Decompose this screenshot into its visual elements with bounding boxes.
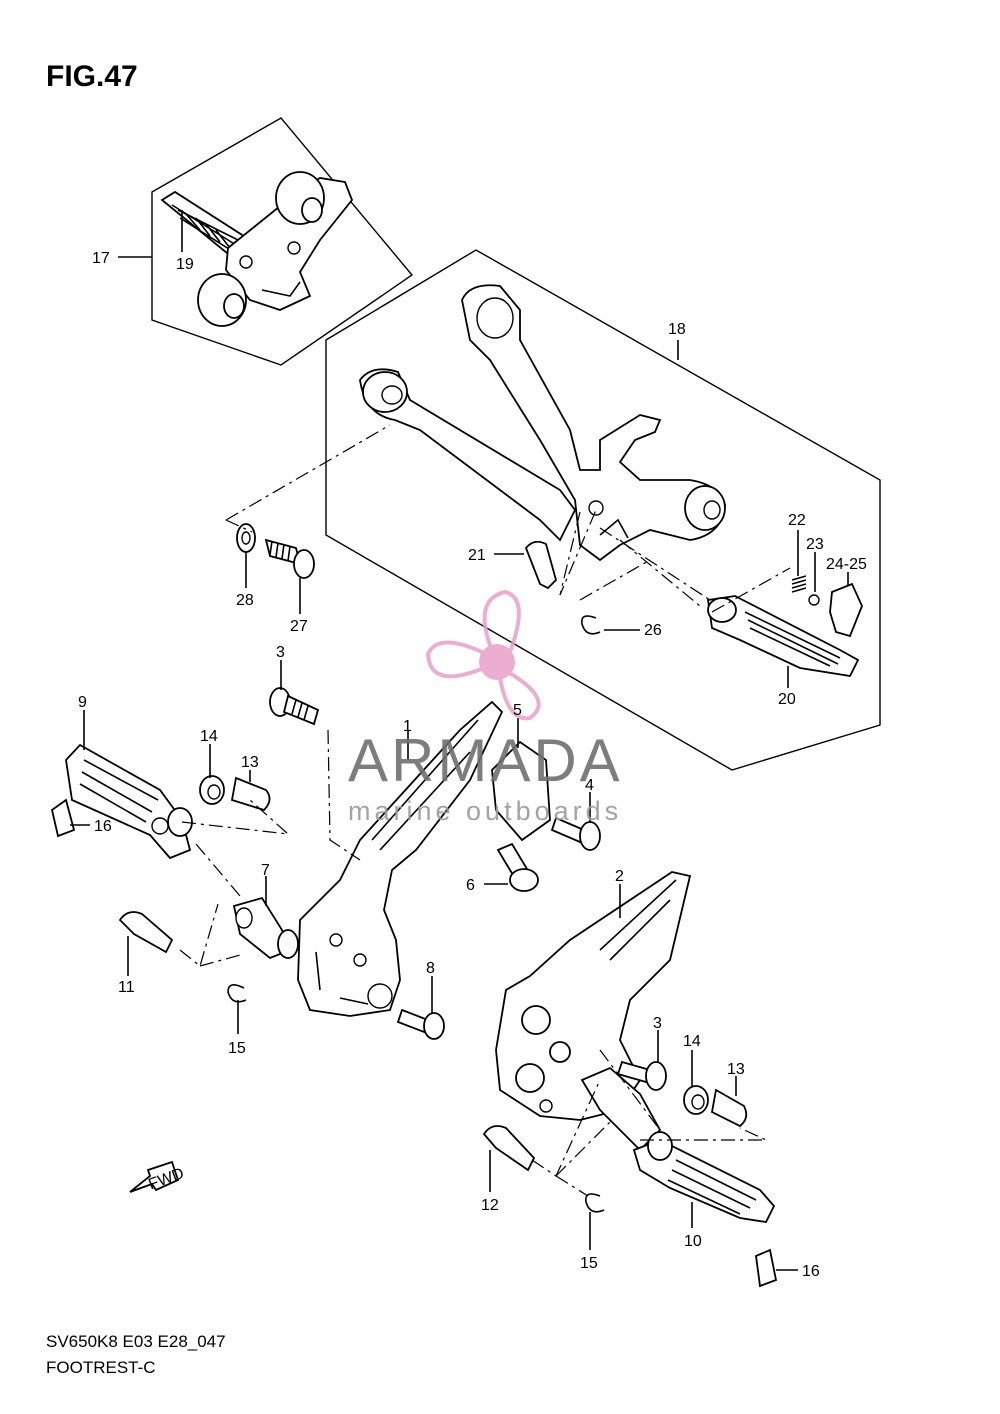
rear-bracket	[359, 284, 726, 562]
nut-16-left	[50, 798, 76, 838]
callout-3-lower: 3	[653, 1015, 662, 1032]
pin-21	[524, 540, 558, 590]
callout-27: 27	[290, 618, 308, 635]
pivot-right	[580, 1066, 662, 1152]
callout-17: 17	[92, 250, 110, 267]
callout-28: 28	[236, 592, 254, 609]
pin-11	[118, 911, 174, 954]
nut-16-right	[755, 1248, 778, 1288]
callout-26: 26	[644, 622, 662, 639]
watermark-tagline: marine outboards	[348, 796, 623, 826]
ball-23	[808, 594, 820, 606]
pivot-7	[232, 896, 299, 960]
block-5	[491, 740, 551, 842]
callout-13-right: 13	[727, 1061, 745, 1078]
callout-19: 19	[176, 256, 194, 273]
bracket-2	[495, 871, 692, 1121]
callout-6: 6	[466, 877, 475, 894]
bolt-3-upper	[269, 687, 320, 726]
group-box-18	[325, 249, 881, 771]
callout-10: 10	[684, 1233, 702, 1250]
watermark-brand: ARMADA	[348, 727, 623, 794]
callout-13-left: 13	[241, 754, 259, 771]
callout-24-25: 24-25	[826, 556, 867, 573]
callout-5: 5	[513, 702, 522, 719]
spring-22	[791, 575, 807, 593]
callout-21: 21	[468, 547, 486, 564]
pin-12	[482, 1125, 536, 1172]
plate-24-25	[829, 582, 863, 638]
callout-11: 11	[118, 979, 135, 996]
bolt-3-lower	[616, 1060, 667, 1091]
callout-labels: 17 19 18 22 23 24-25 21 28 27 26 20 3 9 …	[78, 250, 867, 1280]
bolt-6	[496, 842, 539, 892]
leader-lines	[70, 210, 849, 1271]
bolt-27	[264, 538, 315, 579]
callout-3-upper: 3	[276, 644, 285, 661]
callout-16-right: 16	[802, 1263, 820, 1280]
callout-14-left: 14	[200, 728, 218, 745]
clip-15-right	[584, 1193, 605, 1213]
connection-lines	[179, 424, 791, 1197]
callout-1: 1	[403, 718, 412, 735]
watermark-logo	[425, 589, 541, 721]
callout-9: 9	[78, 694, 87, 711]
callout-2: 2	[615, 868, 624, 885]
footrest-10	[632, 1131, 776, 1223]
callout-16-left: 16	[94, 818, 112, 835]
bracket-1	[297, 700, 504, 1017]
bolt-4	[550, 816, 601, 851]
callout-14-right: 14	[683, 1033, 701, 1050]
collar-13-right	[710, 1088, 748, 1128]
bolt-8	[396, 1008, 445, 1040]
footrest-assembly-small	[160, 171, 354, 327]
fwd-arrow: FWD	[129, 1160, 186, 1194]
callout-15-right: 15	[580, 1255, 598, 1272]
collar-13-left	[230, 776, 271, 812]
group-box-17	[151, 117, 414, 366]
diagram-name: FOOTREST-C	[46, 1358, 156, 1377]
callout-18: 18	[668, 321, 686, 338]
callout-8: 8	[426, 960, 435, 977]
callout-4: 4	[585, 777, 594, 794]
footrest-9	[65, 743, 193, 860]
figure-title: FIG.47	[46, 60, 138, 93]
callout-15-left: 15	[228, 1040, 246, 1057]
clip-26	[580, 615, 601, 635]
clip-15-left	[227, 984, 247, 1003]
footrest-20	[706, 595, 860, 677]
diagram-code: SV650K8 E03 E28_047	[46, 1332, 226, 1351]
callout-12: 12	[481, 1197, 499, 1214]
callout-23: 23	[806, 536, 824, 553]
callout-20: 20	[778, 691, 796, 708]
callout-7: 7	[261, 862, 270, 879]
callout-22: 22	[788, 512, 806, 529]
